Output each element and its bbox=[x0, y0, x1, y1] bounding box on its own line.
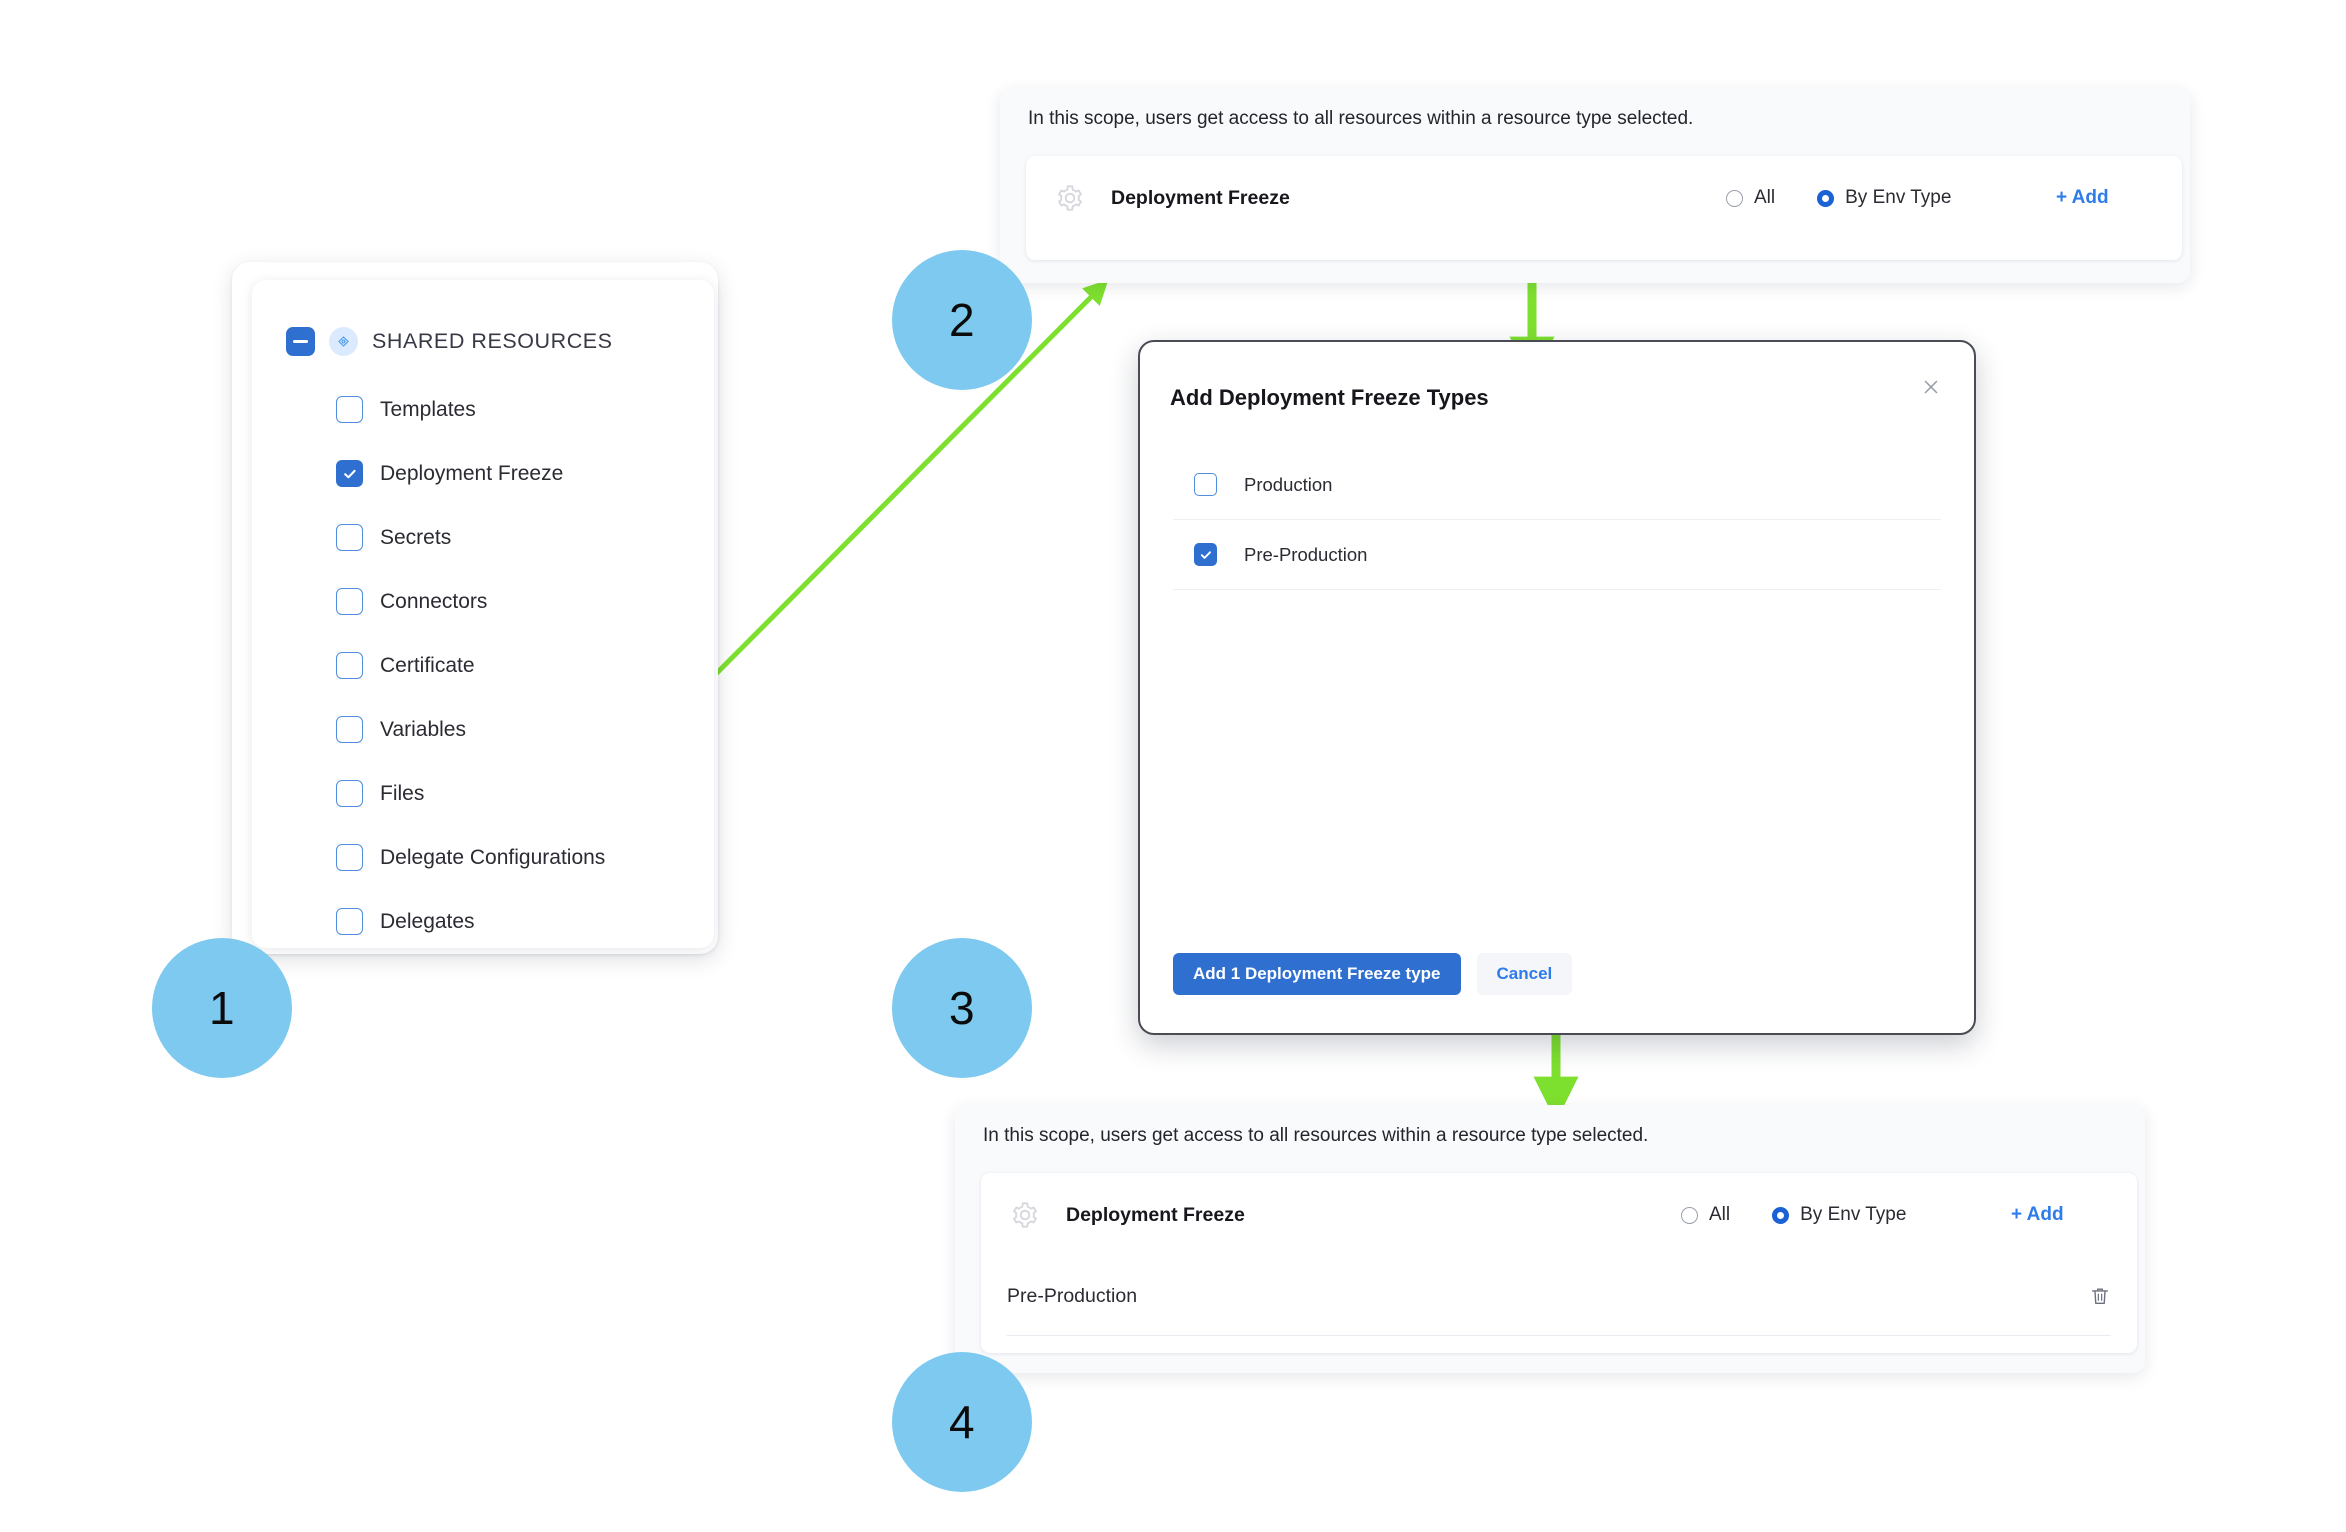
list-item[interactable]: Files bbox=[336, 772, 696, 815]
list-item-label: Production bbox=[1244, 473, 1333, 495]
scope-note: In this scope, users get access to all r… bbox=[1028, 108, 1694, 129]
checkbox-templates[interactable] bbox=[336, 396, 363, 423]
resource-type-card: Deployment Freeze All By Env Type + Add bbox=[1026, 156, 2182, 260]
radio-all-icon[interactable] bbox=[1726, 189, 1743, 207]
list-item-label: Connectors bbox=[380, 589, 488, 613]
list-item[interactable]: Connectors bbox=[336, 580, 696, 623]
checkbox-pre-production[interactable] bbox=[1194, 543, 1217, 566]
scope-note: In this scope, users get access to all r… bbox=[983, 1125, 1649, 1146]
radio-option-all[interactable]: All bbox=[1681, 1204, 1730, 1226]
list-item[interactable]: Variables bbox=[336, 708, 696, 751]
add-freeze-type-button[interactable]: Add 1 Deployment Freeze type bbox=[1173, 953, 1461, 995]
radio-all-icon[interactable] bbox=[1681, 1206, 1698, 1224]
step-marker-4: 4 bbox=[892, 1352, 1032, 1492]
list-item-label: Delegate Configurations bbox=[380, 845, 606, 869]
shared-resources-panel bbox=[252, 280, 714, 948]
add-button[interactable]: + Add bbox=[2056, 187, 2109, 208]
selected-item-row: Pre-Production bbox=[1007, 1257, 2111, 1336]
checkbox-production[interactable] bbox=[1194, 473, 1217, 496]
checkbox-files[interactable] bbox=[336, 780, 363, 807]
list-item-label: Templates bbox=[380, 397, 476, 421]
checkbox-connectors[interactable] bbox=[336, 588, 363, 615]
checkbox-secrets[interactable] bbox=[336, 524, 363, 551]
checkbox-certificate[interactable] bbox=[336, 652, 363, 679]
list-item-label: Files bbox=[380, 781, 425, 805]
close-icon[interactable] bbox=[1914, 370, 1948, 404]
checkbox-delegate-configurations[interactable] bbox=[336, 844, 363, 871]
add-button[interactable]: + Add bbox=[2011, 1204, 2064, 1225]
list-item[interactable]: Delegate Configurations bbox=[336, 836, 696, 879]
resource-type-row: Deployment Freeze All By Env Type + Add bbox=[1026, 156, 2182, 240]
list-item-label: Deployment Freeze bbox=[380, 461, 564, 485]
checkbox-delegates[interactable] bbox=[336, 908, 363, 935]
resource-type-row: Deployment Freeze All By Env Type + Add bbox=[981, 1173, 2137, 1257]
radio-by-env-type-icon[interactable] bbox=[1817, 189, 1835, 207]
radio-option-by-env-type[interactable]: By Env Type bbox=[1772, 1204, 1906, 1226]
shared-resources-content: SHARED RESOURCES Templates Deployment Fr… bbox=[252, 280, 714, 948]
freeze-type-list: Production Pre-Production bbox=[1173, 450, 1941, 590]
scope-radio-group: All By Env Type bbox=[1681, 1204, 1906, 1226]
gear-icon bbox=[1011, 1201, 1039, 1234]
modal-title: Add Deployment Freeze Types bbox=[1170, 385, 1489, 410]
list-item-label: Pre-Production bbox=[1244, 543, 1368, 565]
trash-icon[interactable] bbox=[2089, 1285, 2111, 1307]
list-item[interactable]: Certificate bbox=[336, 644, 696, 687]
step-marker-label: 1 bbox=[208, 982, 236, 1034]
list-item-label: Variables bbox=[380, 717, 466, 741]
radio-label: All bbox=[1754, 187, 1776, 208]
gear-icon bbox=[1056, 184, 1084, 217]
list-item[interactable]: Production bbox=[1173, 450, 1941, 520]
shared-resources-checkbox[interactable] bbox=[286, 327, 315, 356]
scope-panel-after: In this scope, users get access to all r… bbox=[955, 1105, 2145, 1373]
list-item[interactable]: Templates bbox=[336, 388, 696, 431]
list-item[interactable]: Secrets bbox=[336, 516, 696, 559]
resource-type-name: Deployment Freeze bbox=[1066, 1203, 1245, 1226]
radio-label: By Env Type bbox=[1845, 187, 1952, 208]
cancel-button[interactable]: Cancel bbox=[1476, 953, 1573, 995]
add-deployment-freeze-types-modal: Add Deployment Freeze Types Production P… bbox=[1138, 340, 1976, 1035]
list-item-label: Secrets bbox=[380, 525, 452, 549]
list-item[interactable]: Deployment Freeze bbox=[336, 452, 696, 495]
step-marker-label: 3 bbox=[948, 982, 976, 1034]
list-item-label: Delegates bbox=[380, 909, 475, 933]
list-item[interactable]: Pre-Production bbox=[1173, 520, 1941, 590]
checkbox-deployment-freeze[interactable] bbox=[336, 460, 363, 487]
step-marker-label: 4 bbox=[948, 1396, 976, 1448]
step-marker-2: 2 bbox=[892, 250, 1032, 390]
shared-resources-label: SHARED RESOURCES bbox=[372, 329, 613, 353]
radio-label: All bbox=[1709, 1204, 1731, 1225]
radio-label: By Env Type bbox=[1800, 1204, 1907, 1225]
checkbox-variables[interactable] bbox=[336, 716, 363, 743]
step-marker-label: 2 bbox=[948, 294, 976, 346]
selected-item-label: Pre-Production bbox=[1007, 1284, 1138, 1307]
resource-type-name: Deployment Freeze bbox=[1111, 186, 1290, 209]
step-marker-1: 1 bbox=[152, 938, 292, 1078]
radio-by-env-type-icon[interactable] bbox=[1772, 1206, 1790, 1224]
list-item-label: Certificate bbox=[380, 653, 475, 677]
list-item[interactable]: Delegates bbox=[336, 900, 696, 943]
resource-node-icon bbox=[329, 327, 358, 356]
modal-footer: Add 1 Deployment Freeze type Cancel bbox=[1173, 953, 1573, 995]
radio-option-by-env-type[interactable]: By Env Type bbox=[1817, 187, 1951, 209]
scope-radio-group: All By Env Type bbox=[1726, 187, 1951, 209]
scope-panel-before: In this scope, users get access to all r… bbox=[1000, 88, 2190, 283]
arrow-sidebar-to-scope bbox=[688, 279, 1109, 702]
step-marker-3: 3 bbox=[892, 938, 1032, 1078]
shared-resources-header[interactable]: SHARED RESOURCES bbox=[286, 327, 613, 356]
resource-type-card: Deployment Freeze All By Env Type + Add … bbox=[981, 1173, 2137, 1353]
radio-option-all[interactable]: All bbox=[1726, 187, 1775, 209]
resource-type-list: Templates Deployment Freeze Secrets Conn… bbox=[336, 388, 696, 964]
